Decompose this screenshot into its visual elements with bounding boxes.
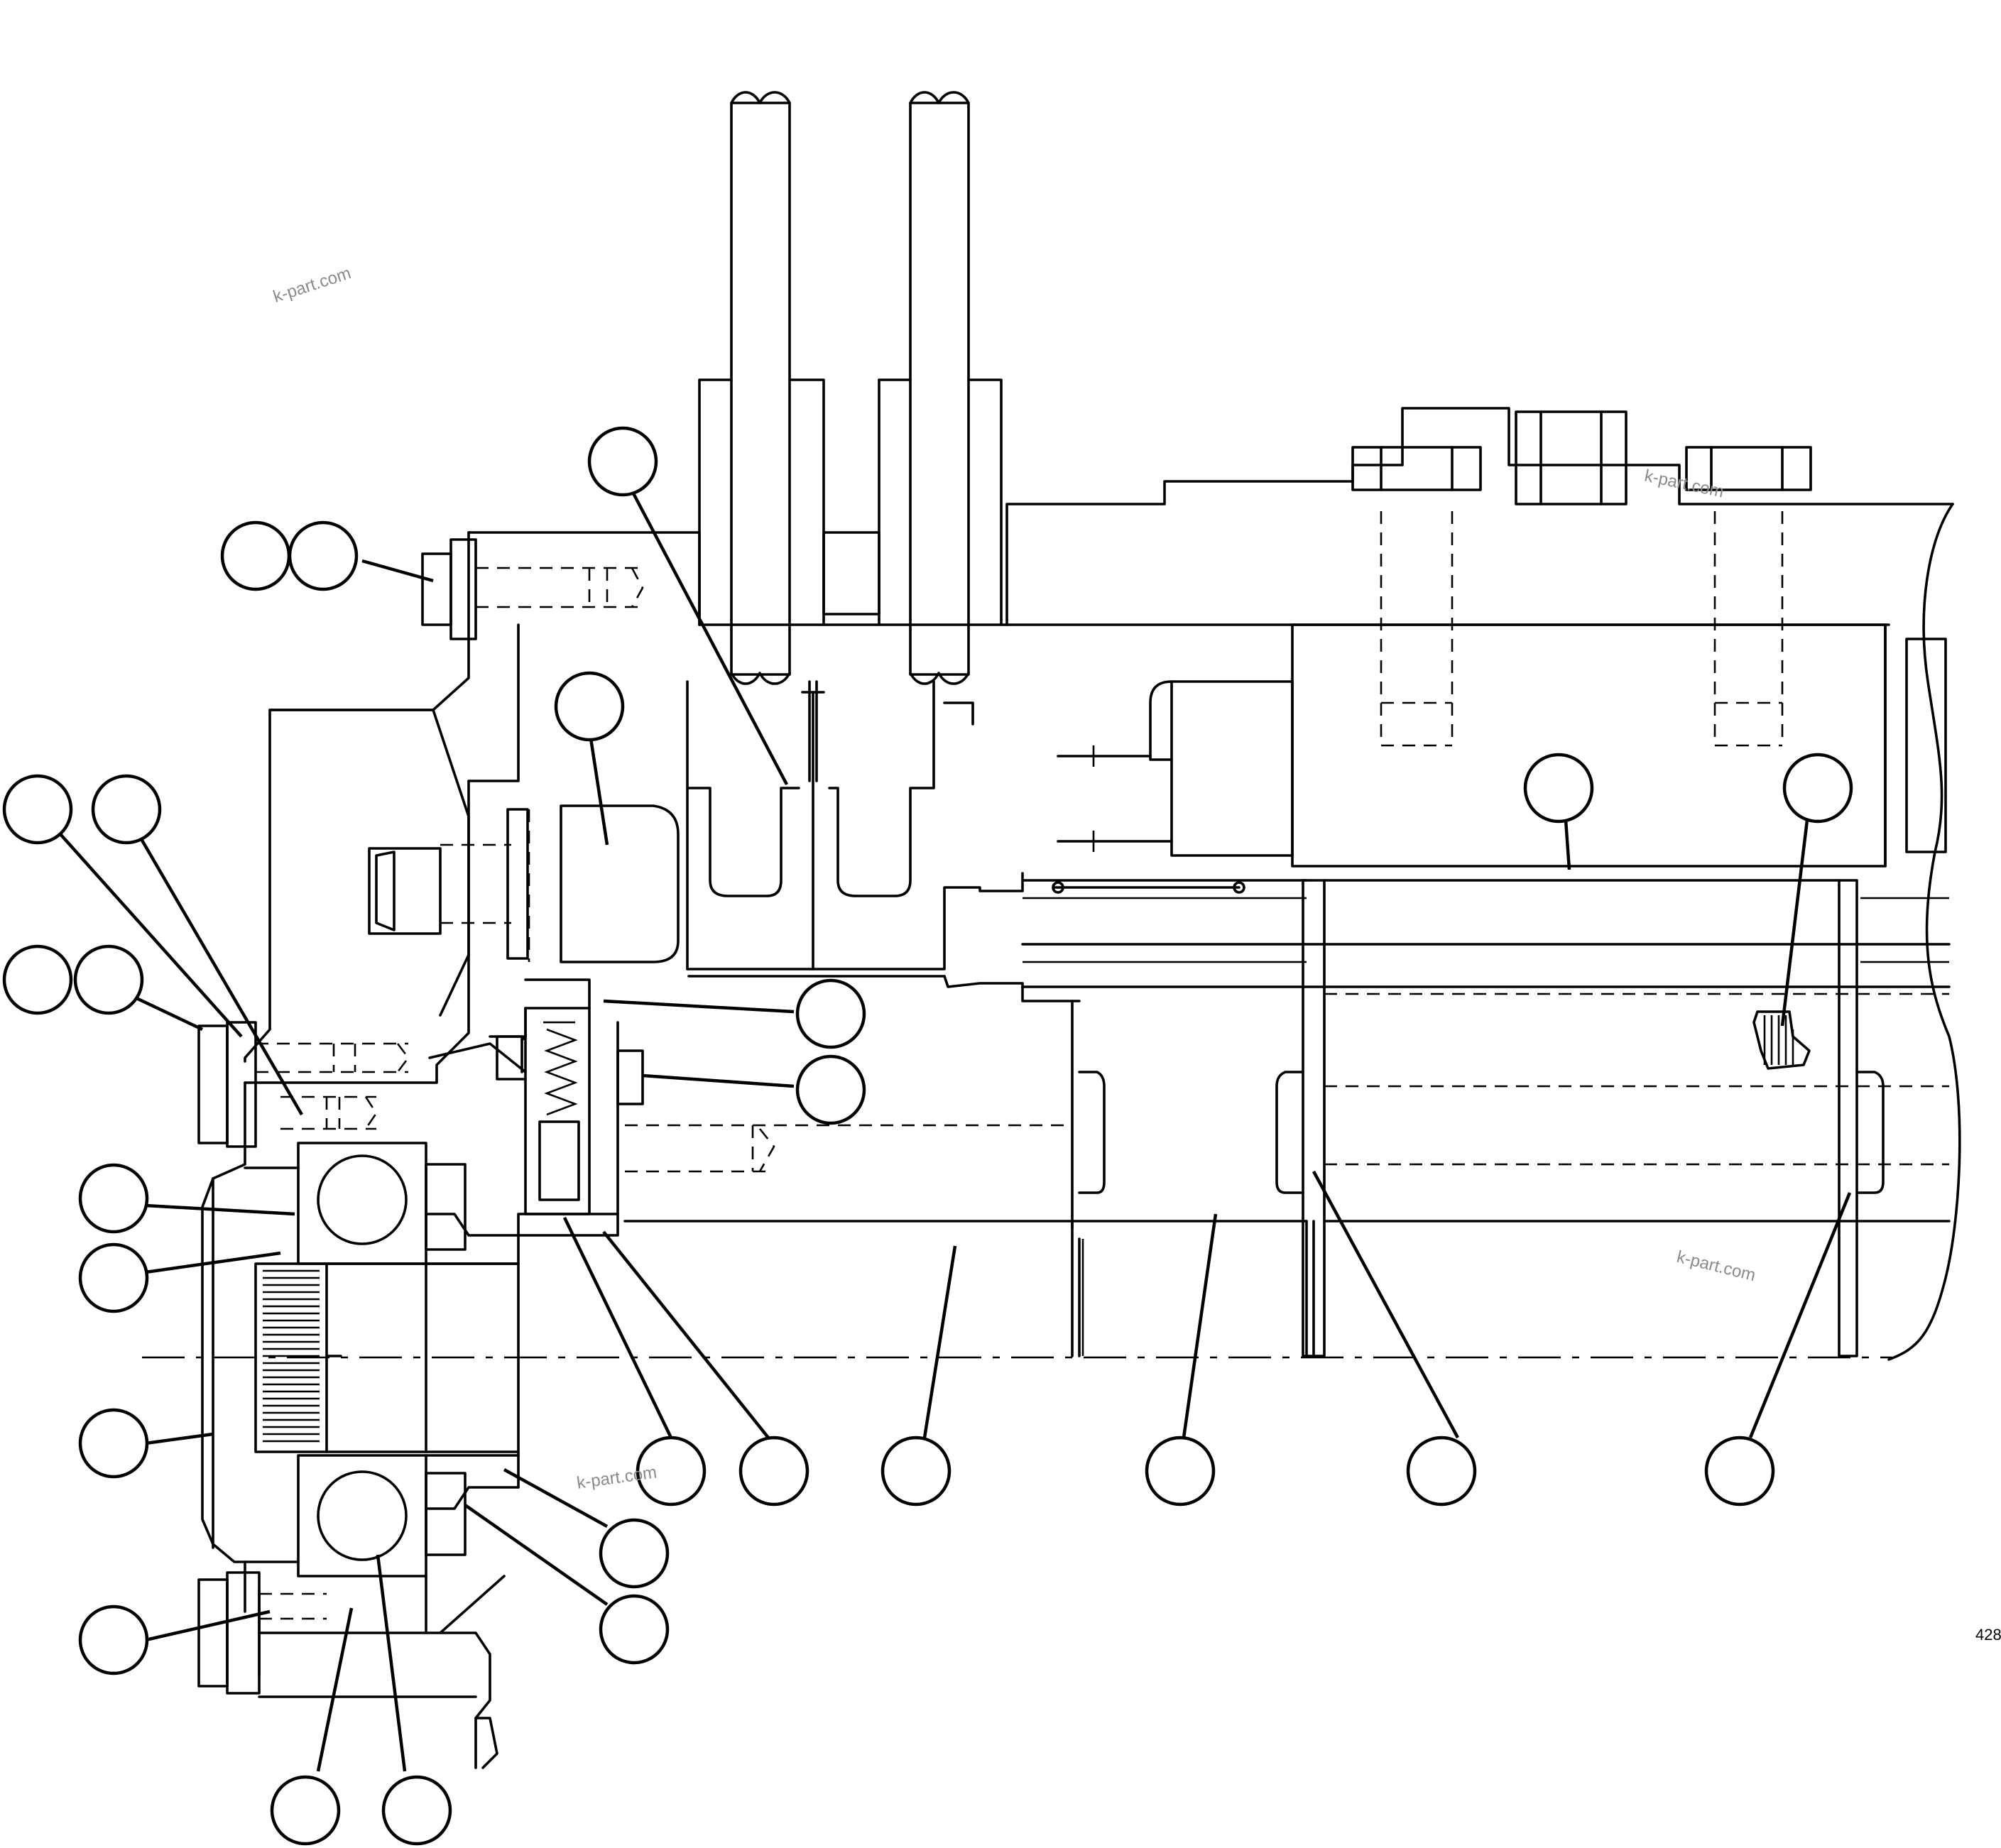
callout-4 xyxy=(554,671,625,742)
callout-21 xyxy=(1406,1436,1477,1507)
callout-9 xyxy=(795,978,866,1049)
callout-26 xyxy=(381,1775,452,1846)
callout-3 xyxy=(587,426,658,497)
callouts xyxy=(2,426,1853,1846)
top-bolt xyxy=(421,538,644,640)
callout-17 xyxy=(636,1436,707,1507)
callout-2 xyxy=(288,520,359,591)
left-flange xyxy=(244,531,1008,1084)
left-bolt-cluster xyxy=(197,1021,410,1148)
callout-19 xyxy=(880,1436,952,1507)
callout-15 xyxy=(78,1408,149,1479)
callout-7 xyxy=(2,944,73,1015)
shaft-left xyxy=(698,91,880,685)
lower-bolt xyxy=(197,1571,506,1769)
bearing-lower xyxy=(297,1454,520,1578)
bearing-upper xyxy=(297,1142,520,1265)
callout-18 xyxy=(738,1436,809,1507)
center-hub xyxy=(201,1081,520,1613)
callout-24 xyxy=(599,1594,670,1665)
callout-14 xyxy=(78,1242,149,1313)
callout-1 xyxy=(220,520,291,591)
callout-6 xyxy=(91,774,162,845)
callout-13 xyxy=(78,1163,149,1234)
reference-number: 4280 xyxy=(1975,1626,2001,1644)
main-housing xyxy=(1005,407,1961,1361)
callout-25 xyxy=(270,1775,341,1846)
callout-12 xyxy=(1782,753,1853,824)
callout-23 xyxy=(599,1518,670,1589)
piston-shaft xyxy=(623,1000,1315,1357)
callout-22 xyxy=(1704,1436,1775,1507)
callout-10 xyxy=(795,1054,866,1125)
callout-16 xyxy=(78,1604,149,1675)
end-cap-nut xyxy=(268,709,680,1017)
input-shaft xyxy=(686,872,1951,1357)
callout-20 xyxy=(1145,1436,1216,1507)
inner-body xyxy=(1052,623,1947,894)
leader-lines xyxy=(59,492,1852,1772)
callout-11 xyxy=(1523,753,1594,824)
shaft-right xyxy=(878,91,1003,685)
detent-spring xyxy=(496,978,644,1237)
callout-8 xyxy=(73,944,144,1015)
top-right-bolts xyxy=(1351,410,1812,747)
shift-forks xyxy=(686,680,974,971)
callout-5 xyxy=(2,774,73,845)
